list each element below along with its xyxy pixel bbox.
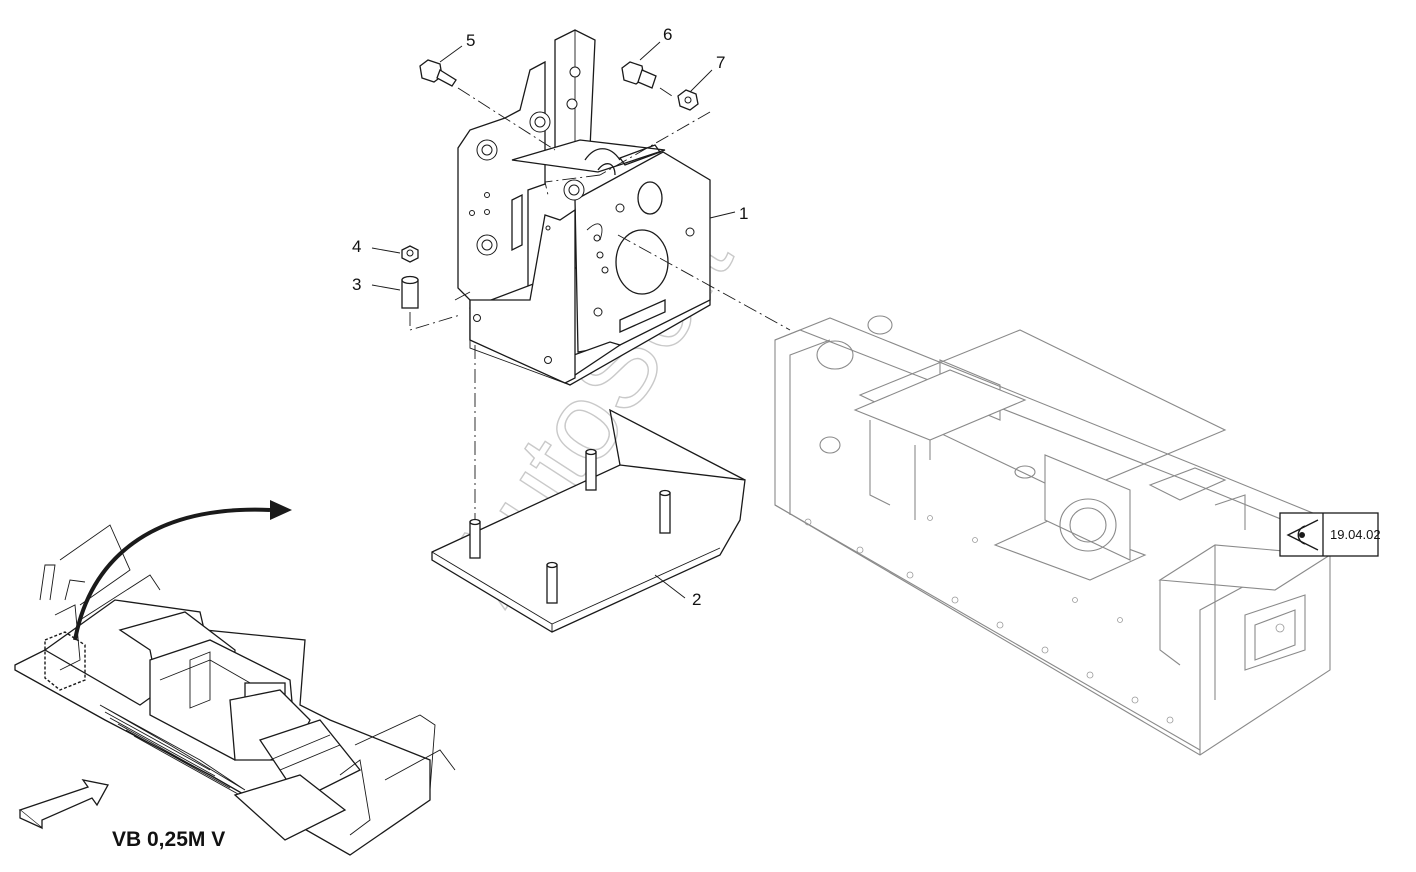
bracket-assembly <box>454 29 711 386</box>
curved-arrow <box>73 500 292 641</box>
view-direction-arrow <box>18 779 109 830</box>
part-labels: 1 2 3 4 5 6 7 <box>352 25 748 609</box>
eye-icon <box>1286 519 1319 551</box>
overview-machine <box>14 524 456 856</box>
stud-4 <box>546 561 558 604</box>
hex-bolt-5 <box>419 59 457 87</box>
hex-bolt-6 <box>621 61 657 89</box>
part-label-5: 5 <box>466 31 475 50</box>
chassis-frame <box>774 315 1332 756</box>
hex-nut-4 <box>401 245 419 263</box>
stud-1 <box>469 518 481 559</box>
part-label-2: 2 <box>692 590 701 609</box>
view-label: VB 0,25M V <box>112 828 225 851</box>
part-label-3: 3 <box>352 275 361 294</box>
part-label-7: 7 <box>716 53 725 72</box>
reference-code: 19.04.02 <box>1330 527 1381 542</box>
leader-lines <box>371 41 736 599</box>
spacer-sleeve <box>401 275 419 309</box>
hex-nut-7 <box>677 89 699 111</box>
assembly-lines <box>409 87 791 520</box>
base-plate <box>431 408 746 633</box>
stud-3 <box>659 489 671 534</box>
stud-2 <box>585 448 597 491</box>
reference-box: 19.04.02 <box>1279 512 1381 557</box>
part-label-6: 6 <box>663 25 672 44</box>
part-label-4: 4 <box>352 237 361 256</box>
part-label-1: 1 <box>739 204 748 223</box>
